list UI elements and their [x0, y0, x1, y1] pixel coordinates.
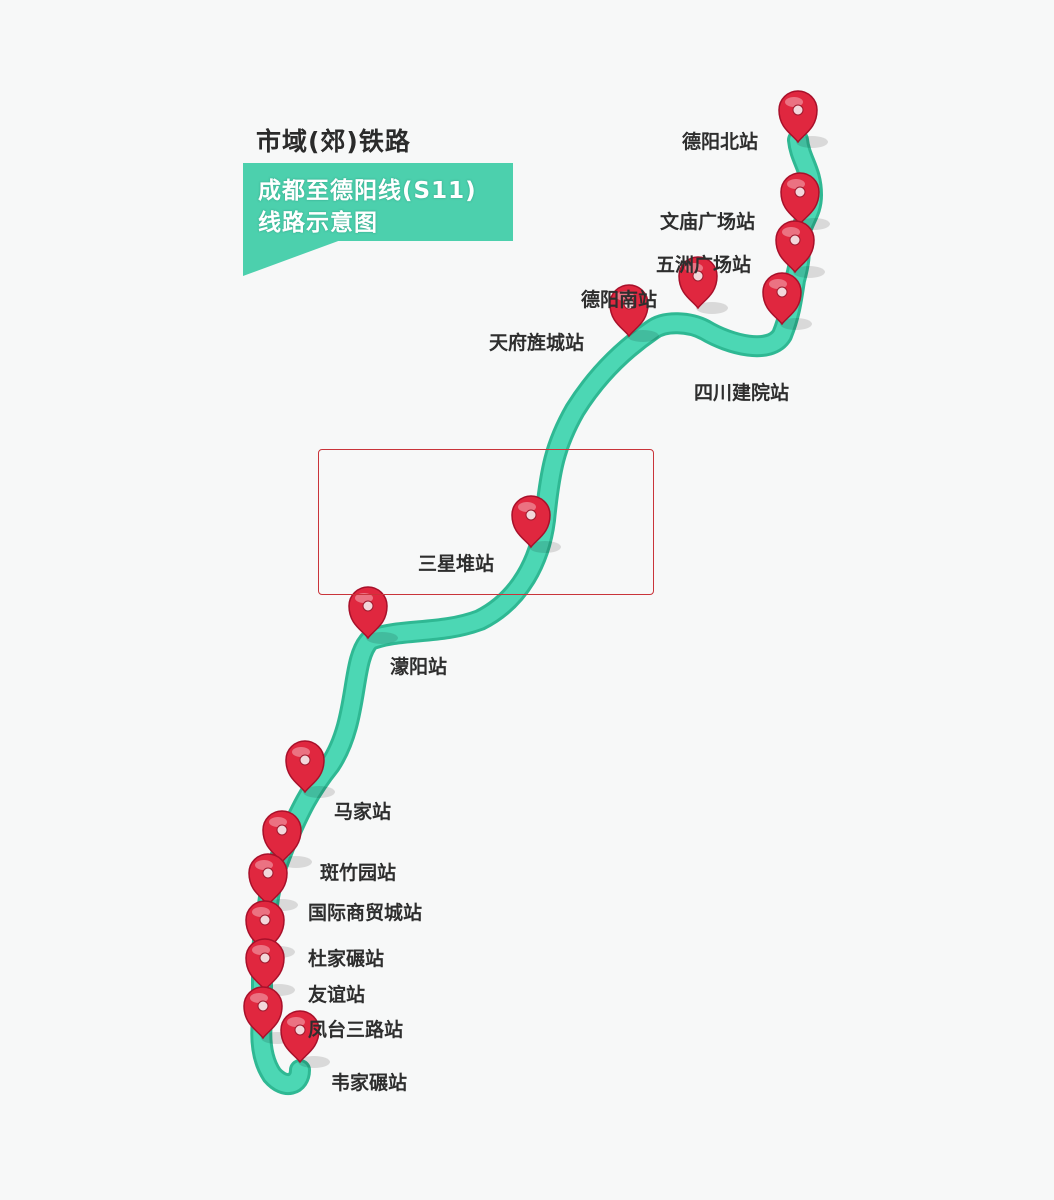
- pin-body: [248, 853, 288, 907]
- station-label: 濛阳站: [390, 656, 448, 678]
- pin-gloss: [292, 747, 310, 757]
- station-pin-icon: [511, 495, 561, 553]
- pin-shadow: [303, 786, 335, 798]
- station-label: 凤台三路站: [308, 1019, 404, 1041]
- pin-body: [262, 810, 302, 864]
- station-label: 五洲广场站: [656, 254, 752, 276]
- station-pin-icon: [245, 938, 295, 996]
- pin-body: [348, 586, 388, 640]
- pin-center-dot: [794, 186, 806, 198]
- station-pin-icon: [762, 272, 812, 330]
- station-pin-icon: [280, 1010, 330, 1068]
- banner-title-line-2: 线路示意图: [258, 210, 378, 236]
- station-label: 国际商贸城站: [308, 902, 423, 924]
- station-label: 杜家碾站: [308, 948, 385, 970]
- pin-body: [609, 284, 649, 338]
- pin-gloss: [255, 860, 273, 870]
- station-label: 德阳北站: [682, 131, 759, 153]
- station-label: 文庙广场站: [660, 211, 756, 233]
- pin-center-dot: [276, 824, 288, 836]
- pin-body: [511, 495, 551, 549]
- pin-body: [762, 272, 802, 326]
- pin-gloss: [250, 993, 268, 1003]
- pin-gloss: [787, 179, 805, 189]
- pin-gloss: [785, 97, 803, 107]
- pin-center-dot: [299, 754, 311, 766]
- station-pin-icon: [348, 586, 398, 644]
- title-banner: [243, 163, 513, 241]
- pin-center-dot: [294, 1024, 306, 1036]
- pin-center-dot: [692, 270, 704, 282]
- pin-body: [285, 740, 325, 794]
- highlight-frame-sanxingdui: [318, 449, 654, 595]
- pin-shadow: [793, 266, 825, 278]
- pin-center-dot: [262, 867, 274, 879]
- station-label: 韦家碾站: [331, 1072, 408, 1094]
- pin-shadow: [366, 632, 398, 644]
- pin-shadow: [298, 1056, 330, 1068]
- route-line-outline: [250, 129, 823, 1095]
- station-pin-icon: [678, 256, 728, 314]
- pin-shadow: [529, 541, 561, 553]
- title-banner-tail: [243, 240, 341, 276]
- pin-gloss: [287, 1017, 305, 1027]
- pin-center-dot: [259, 952, 271, 964]
- pin-center-dot: [259, 914, 271, 926]
- pin-gloss: [685, 263, 703, 273]
- station-label: 斑竹园站: [320, 862, 397, 884]
- banner-title-line-1: 成都至德阳线(S11): [258, 178, 477, 204]
- station-pin-icon: [262, 810, 312, 868]
- pin-gloss: [252, 945, 270, 955]
- pin-body: [280, 1010, 320, 1064]
- pin-center-dot: [789, 234, 801, 246]
- pin-center-dot: [525, 509, 537, 521]
- pin-body: [778, 90, 818, 144]
- pin-gloss: [616, 291, 634, 301]
- pin-center-dot: [623, 298, 635, 310]
- pin-shadow: [696, 302, 728, 314]
- pin-body: [243, 986, 283, 1040]
- route-line: [253, 132, 820, 1092]
- station-pin-icon: [778, 90, 828, 148]
- station-label: 友谊站: [308, 984, 366, 1006]
- pin-center-dot: [362, 600, 374, 612]
- station-label: 三星堆站: [418, 553, 495, 575]
- pin-shadow: [796, 136, 828, 148]
- station-pin-icon: [780, 172, 830, 230]
- pin-body: [245, 938, 285, 992]
- pin-gloss: [782, 227, 800, 237]
- station-label: 四川建院站: [694, 382, 790, 404]
- station-pin-icon: [609, 284, 659, 342]
- pin-center-dot: [776, 286, 788, 298]
- pin-gloss: [269, 817, 287, 827]
- pin-center-dot: [792, 104, 804, 116]
- pin-gloss: [252, 907, 270, 917]
- pin-gloss: [769, 279, 787, 289]
- pin-body: [245, 900, 285, 954]
- station-label: 马家站: [334, 801, 392, 823]
- pin-body: [780, 172, 820, 226]
- station-pin-icon: [775, 220, 825, 278]
- station-pin-icon: [285, 740, 335, 798]
- pin-shadow: [280, 856, 312, 868]
- station-label: 德阳南站: [581, 289, 658, 311]
- pin-shadow: [780, 318, 812, 330]
- station-label: 天府旌城站: [489, 332, 585, 354]
- pin-center-dot: [257, 1000, 269, 1012]
- pin-body: [775, 220, 815, 274]
- pin-shadow: [627, 330, 659, 342]
- pin-gloss: [518, 502, 536, 512]
- pin-gloss: [355, 593, 373, 603]
- pin-body: [678, 256, 718, 310]
- map-heading: 市域(郊)铁路: [256, 127, 411, 156]
- station-pins: [243, 90, 830, 1068]
